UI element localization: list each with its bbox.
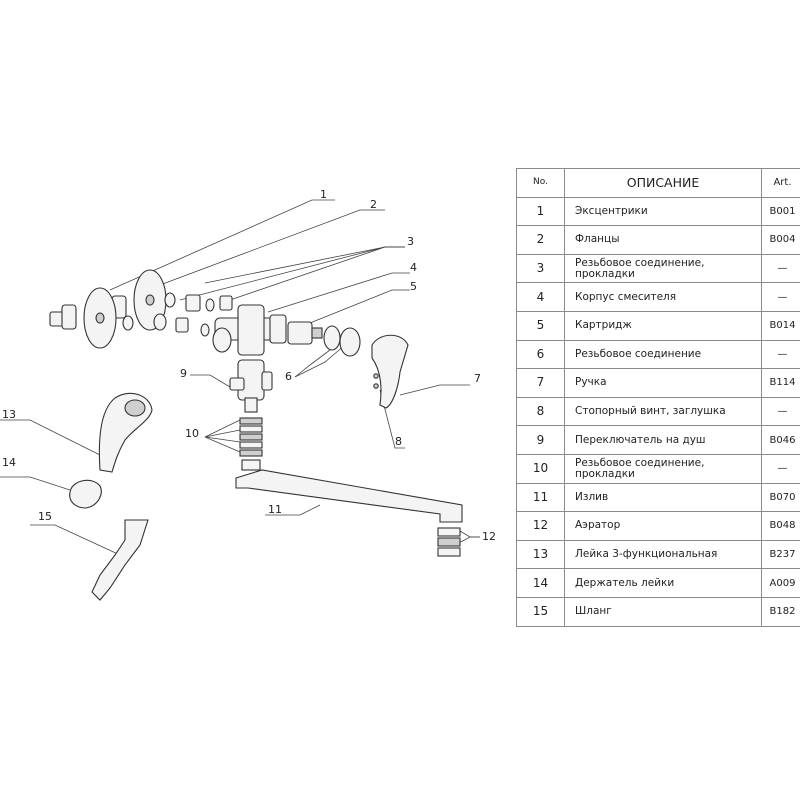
callout-4: 4	[410, 261, 417, 274]
row-description: Переключатель на душ	[564, 425, 762, 455]
row-description: Эксцентрики	[564, 196, 762, 227]
row-description: Аэратор	[564, 511, 762, 541]
row-art: B048	[761, 511, 800, 541]
row-art: B001	[761, 196, 800, 227]
row-description: Шланг	[564, 596, 762, 627]
cartridge	[287, 321, 323, 345]
row-description: Стопорный винт, заглушка	[564, 396, 762, 427]
callout-9: 9	[180, 367, 187, 380]
eccentrics	[49, 295, 127, 330]
row-art: B046	[761, 425, 800, 455]
row-no: 8	[516, 396, 565, 427]
row-art: —	[761, 339, 800, 370]
spout	[235, 469, 463, 523]
parts-table-header: No. ОПИСАНИЕ Art.	[516, 168, 800, 198]
row-art: —	[761, 453, 800, 484]
row-no: 4	[516, 282, 565, 312]
row-no: 6	[516, 339, 565, 370]
row-no: 11	[516, 482, 565, 513]
row-no: 3	[516, 253, 565, 284]
row-no: 15	[516, 596, 565, 627]
shower-head	[98, 392, 153, 473]
threaded-connection-6	[323, 325, 361, 357]
callout-3: 3	[407, 235, 414, 248]
leader-lines	[0, 199, 480, 556]
row-art: B237	[761, 539, 800, 570]
row-art: B004	[761, 225, 800, 255]
header-no: No.	[516, 168, 565, 198]
shower-hose	[91, 519, 149, 601]
row-description: Резьбовое соединение, прокладки	[564, 453, 762, 484]
row-description: Держатель лейки	[564, 568, 762, 598]
callout-14: 14	[2, 456, 16, 469]
callout-labels: 1 2 3 4 5 6 7 8 9 10 11 12 13 14 15	[2, 188, 496, 543]
header-art: Art.	[761, 168, 800, 198]
row-no: 9	[516, 425, 565, 455]
row-description: Резьбовое соединение, прокладки	[564, 253, 762, 284]
row-no: 12	[516, 511, 565, 541]
mixer-body	[212, 304, 287, 356]
row-art: B014	[761, 310, 800, 341]
threaded-connections	[122, 292, 233, 337]
row-description: Излив	[564, 482, 762, 513]
row-art: —	[761, 253, 800, 284]
callout-5: 5	[410, 280, 417, 293]
callout-12: 12	[482, 530, 496, 543]
callout-13: 13	[2, 408, 16, 421]
callout-15: 15	[38, 510, 52, 523]
row-no: 10	[516, 453, 565, 484]
row-description: Фланцы	[564, 225, 762, 255]
row-art: B182	[761, 596, 800, 627]
row-description: Корпус смесителя	[564, 282, 762, 312]
screw-plug	[373, 373, 379, 389]
callout-11: 11	[268, 503, 282, 516]
threaded-connections-10	[239, 417, 263, 471]
callout-1: 1	[320, 188, 327, 201]
row-no: 7	[516, 368, 565, 398]
row-no: 13	[516, 539, 565, 570]
flanges	[83, 269, 167, 349]
row-description: Картридж	[564, 310, 762, 341]
callout-10: 10	[185, 427, 199, 440]
diagram-svg: 1 2 3 4 5 6 7 8 9 10 11 12 13 14 15	[0, 188, 496, 601]
row-art: A009	[761, 568, 800, 598]
exploded-diagram: 1 2 3 4 5 6 7 8 9 10 11 12 13 14 15	[0, 188, 496, 601]
row-no: 5	[516, 310, 565, 341]
row-description: Лейка 3-функциональная	[564, 539, 762, 570]
header-description: ОПИСАНИЕ	[564, 168, 762, 198]
shower-diverter	[229, 359, 273, 413]
shower-holder	[69, 479, 102, 509]
row-art: —	[761, 282, 800, 312]
row-no: 1	[516, 196, 565, 227]
row-no: 14	[516, 568, 565, 598]
callout-8: 8	[395, 435, 402, 448]
callout-2: 2	[370, 198, 377, 211]
row-art: B070	[761, 482, 800, 513]
row-description: Ручка	[564, 368, 762, 398]
aerator	[437, 527, 461, 557]
callout-6: 6	[285, 370, 292, 383]
row-no: 2	[516, 225, 565, 255]
row-art: —	[761, 396, 800, 427]
row-art: B114	[761, 368, 800, 398]
callout-7: 7	[474, 372, 481, 385]
handle	[371, 334, 409, 409]
row-description: Резьбовое соединение	[564, 339, 762, 370]
